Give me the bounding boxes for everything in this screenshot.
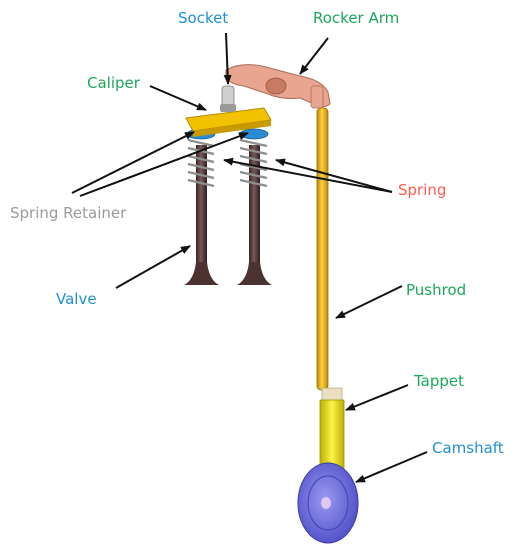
valve-arrow xyxy=(115,245,191,289)
camshaft-arrow xyxy=(355,451,428,483)
pushrod-label: Pushrod xyxy=(406,281,467,299)
socket-arrow xyxy=(223,32,232,85)
socket xyxy=(220,85,236,112)
pushrod-arrow xyxy=(335,285,403,319)
spring-label: Spring xyxy=(398,181,447,199)
valve-label: Valve xyxy=(56,290,97,308)
tappet-arrow xyxy=(345,384,409,411)
pushrod xyxy=(316,107,329,391)
tappet-label: Tappet xyxy=(414,372,465,390)
spring-retainer-arrow-1 xyxy=(71,131,195,194)
valve-right xyxy=(237,145,272,285)
caliper xyxy=(185,107,272,137)
socket-label: Socket xyxy=(178,9,229,27)
rocker-arm-arrow xyxy=(299,37,329,75)
spring-right xyxy=(239,138,268,188)
caliper-arrow xyxy=(149,85,207,111)
spring-arrow-2 xyxy=(275,158,393,193)
valve-left xyxy=(184,145,219,285)
spring-arrow-1 xyxy=(223,157,393,193)
caliper-label: Caliper xyxy=(87,74,140,92)
arrows xyxy=(71,32,428,483)
spring-retainer-label: Spring Retainer xyxy=(10,204,127,222)
rocker-arm xyxy=(225,64,331,109)
camshaft-label: Camshaft xyxy=(432,439,504,457)
spring-retainer-arrow-2 xyxy=(79,132,249,197)
camshaft xyxy=(297,462,359,544)
rocker-arm-label: Rocker Arm xyxy=(313,9,400,27)
